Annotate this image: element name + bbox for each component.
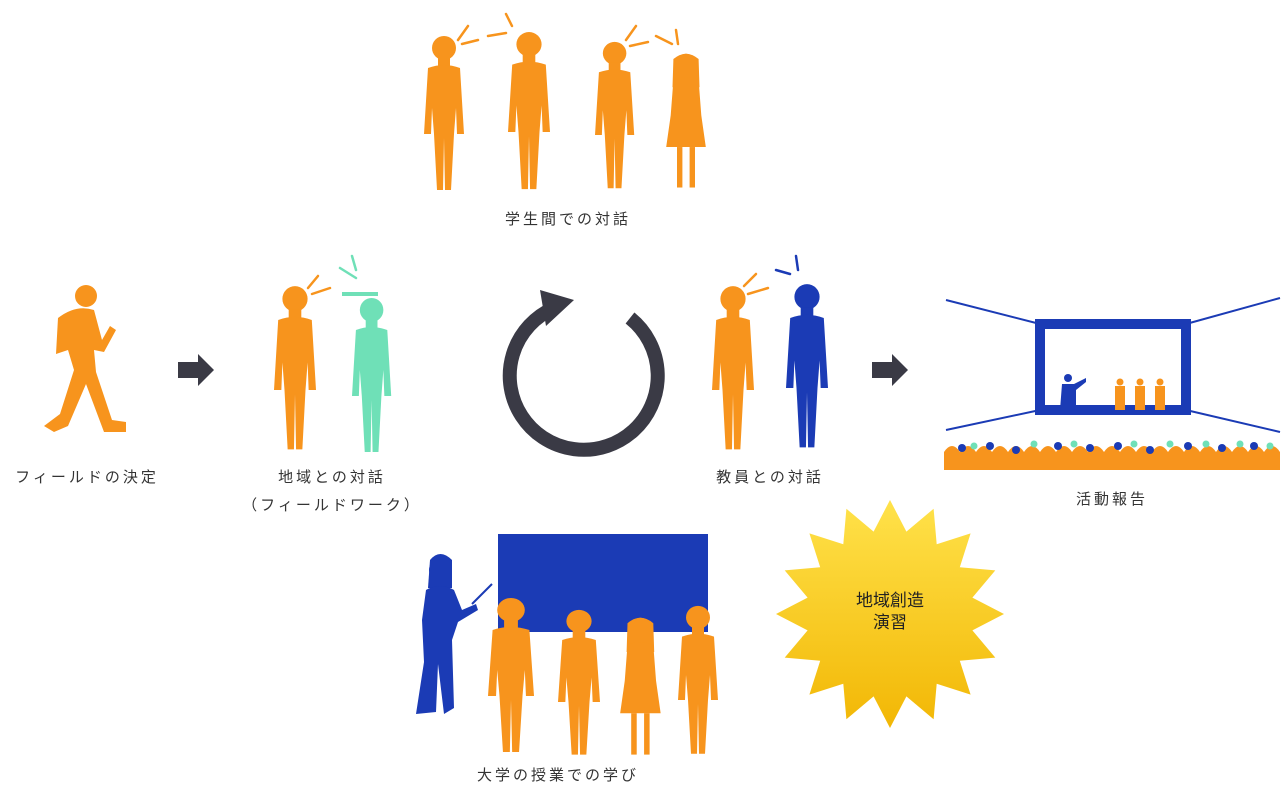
label-activity-report: 活動報告 (1075, 490, 1148, 508)
badge-title: 地域創造 演習 (830, 590, 950, 634)
label-faculty-dialogue: 教員との対話 (716, 468, 824, 486)
faculty-dialogue-figures (712, 284, 828, 450)
label-field-decision: フィールドの決定 (15, 468, 159, 486)
label-university-learning: 大学の授業での学び (476, 766, 639, 784)
cycle-arrow-icon (502, 290, 665, 457)
speech-lines-icon (456, 12, 680, 48)
speech-lines-icon (306, 254, 358, 296)
label-regional-dialogue: 地域との対話 (278, 468, 386, 486)
badge-line-2: 演習 (873, 613, 907, 633)
classroom-screen-icon (471, 534, 708, 632)
walking-person-icon (44, 285, 126, 432)
student-group-figures (424, 32, 706, 190)
teacher-figure (416, 554, 478, 714)
regional-dialogue-figures (274, 286, 392, 452)
arrow-right-icon (872, 354, 908, 386)
speech-lines-icon (742, 254, 800, 296)
badge-line-1: 地域創造 (856, 591, 924, 611)
presentation-stage-icon (944, 297, 1281, 470)
arrow-right-icon (178, 354, 214, 386)
badge-starburst (776, 500, 1004, 728)
label-fieldwork: （フィールドワーク） (242, 496, 422, 514)
label-student-dialogue: 学生間での対話 (504, 210, 631, 228)
